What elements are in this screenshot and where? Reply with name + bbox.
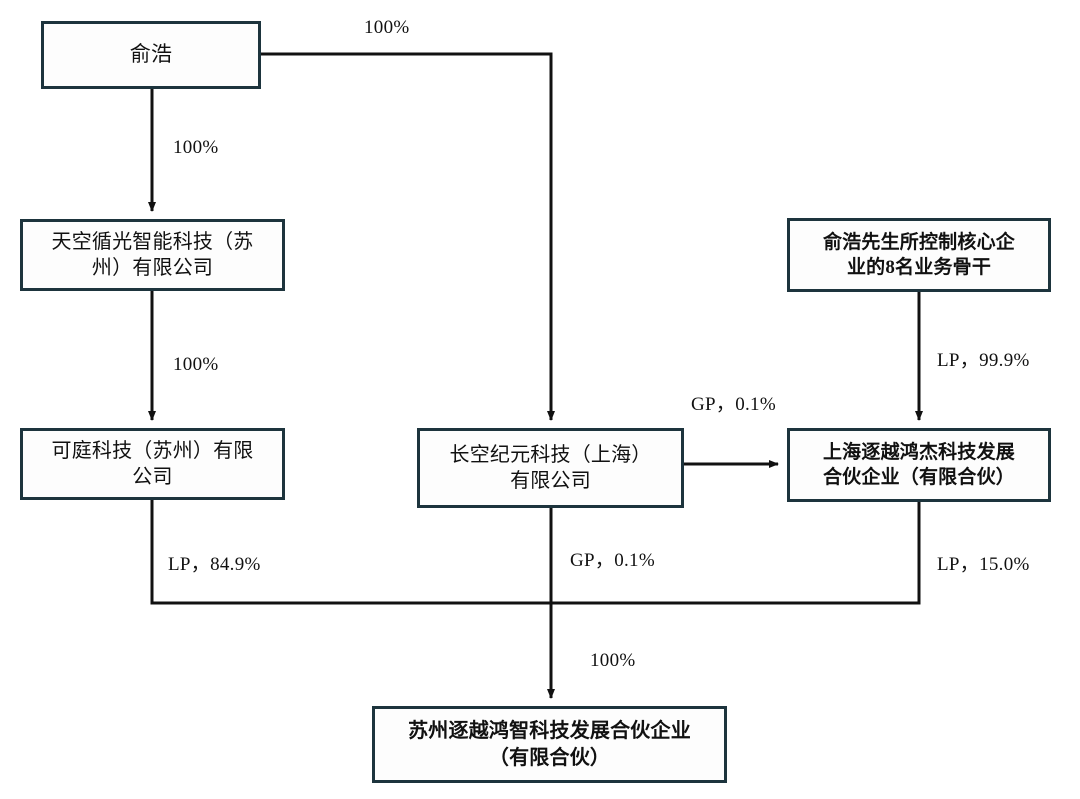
node-changkong-jiyuan-label: 长空纪元科技（上海） 有限公司 [449, 443, 652, 492]
edge-label-yuhao-tiankong: 100% [173, 137, 219, 158]
node-keting-keji[interactable]: 可庭科技（苏州）有限 公司 [20, 428, 285, 500]
node-shanghai-zhuyue-hongjie-label: 上海逐越鸿杰科技发展 合伙企业（有限合伙） [822, 441, 1015, 488]
node-suzhou-zhuyue-hongzhi-label: 苏州逐越鸿智科技发展合伙企业 （有限合伙） [408, 720, 691, 769]
node-shanghai-zhuyue-hongjie[interactable]: 上海逐越鸿杰科技发展 合伙企业（有限合伙） [787, 428, 1051, 502]
node-changkong-jiyuan[interactable]: 长空纪元科技（上海） 有限公司 [417, 428, 684, 508]
edge-label-backbone-shzhuyue: LP，99.9% [937, 350, 1030, 371]
node-tiankong-xunguang[interactable]: 天空循光智能科技（苏 州）有限公司 [20, 219, 285, 291]
edge-label-tiankong-keting: 100% [173, 354, 219, 375]
edge-yuhao-changkong [261, 52, 555, 421]
node-core-business-backbone[interactable]: 俞浩先生所控制核心企 业的8名业务骨干 [787, 218, 1051, 292]
edge-label-yuhao-changkong: 100% [364, 17, 410, 38]
node-core-business-backbone-label: 俞浩先生所控制核心企 业的8名业务骨干 [822, 231, 1015, 278]
node-suzhou-zhuyue-hongzhi[interactable]: 苏州逐越鸿智科技发展合伙企业 （有限合伙） [372, 706, 727, 783]
node-keting-keji-label: 可庭科技（苏州）有限 公司 [51, 439, 254, 488]
edge-label-shzhuyue-szzhuyue: LP，15.0% [937, 554, 1030, 575]
node-yuhao-label: 俞浩 [129, 42, 173, 67]
node-tiankong-xunguang-label: 天空循光智能科技（苏 州）有限公司 [51, 230, 254, 279]
edge-label-keting-szzhuyue: LP，84.9% [168, 554, 261, 575]
node-yuhao[interactable]: 俞浩 [41, 21, 261, 89]
edge-label-changkong-szzhuyue: GP，0.1% [570, 550, 655, 571]
edge-label-changkong-shzhuyue: GP，0.1% [691, 394, 776, 415]
edge-label-collector-szzhuyue: 100% [590, 650, 636, 671]
